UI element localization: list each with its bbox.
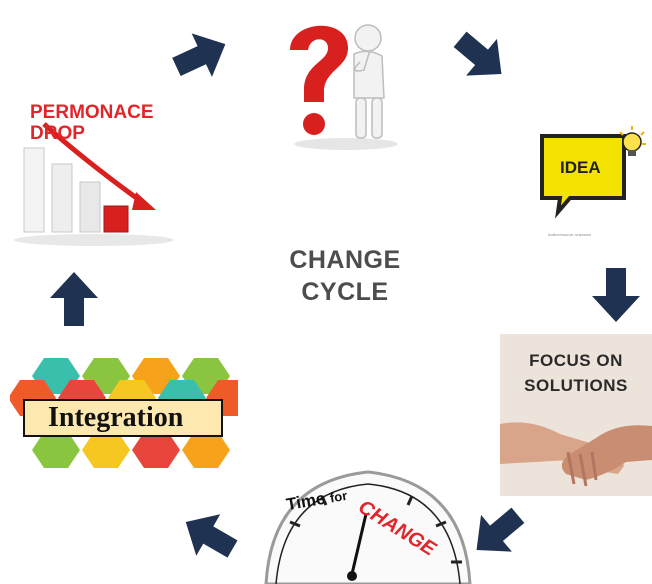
performance-label: PERMONACE DROP bbox=[30, 102, 154, 144]
hexagon-cluster-icon bbox=[10, 358, 238, 468]
integration-node: Integration bbox=[10, 354, 238, 480]
performance-label-line2: DROP bbox=[30, 123, 85, 144]
idea-label: IDEA bbox=[560, 158, 601, 177]
center-title-line1: CHANGE bbox=[289, 246, 401, 274]
arrow-down-left-icon bbox=[466, 500, 530, 564]
focus-label-line2: SOLUTIONS bbox=[524, 376, 628, 395]
integration-label: Integration bbox=[48, 402, 184, 433]
question-node bbox=[268, 2, 418, 152]
focus-label: FOCUS ON SOLUTIONS bbox=[500, 348, 652, 398]
handshake-icon bbox=[500, 422, 652, 487]
arrow-up-icon bbox=[42, 268, 106, 332]
declining-bar-chart-icon bbox=[14, 122, 174, 246]
arrow-down-right-icon bbox=[448, 24, 512, 88]
center-title: CHANGE CYCLE bbox=[250, 244, 440, 308]
time-node: Time for CHANGE bbox=[262, 462, 474, 584]
performance-node: PERMONACE DROP bbox=[4, 90, 182, 250]
arrow-left-icon bbox=[178, 504, 242, 568]
idea-node: IDEA Author/source: unknown bbox=[532, 120, 650, 242]
lightbulb-icon bbox=[540, 126, 646, 219]
performance-label-line1: PERMONACE bbox=[30, 102, 154, 123]
question-figure-icon bbox=[290, 24, 398, 150]
arrow-right-icon bbox=[168, 24, 232, 88]
focus-node: FOCUS ON SOLUTIONS bbox=[500, 334, 652, 496]
clock-icon bbox=[264, 470, 472, 584]
time-word2: for bbox=[328, 487, 349, 506]
arrow-down-icon bbox=[584, 262, 648, 326]
center-title-line2: CYCLE bbox=[301, 278, 389, 306]
focus-label-line1: FOCUS ON bbox=[529, 351, 623, 370]
idea-caption: Author/source: unknown bbox=[548, 232, 592, 237]
